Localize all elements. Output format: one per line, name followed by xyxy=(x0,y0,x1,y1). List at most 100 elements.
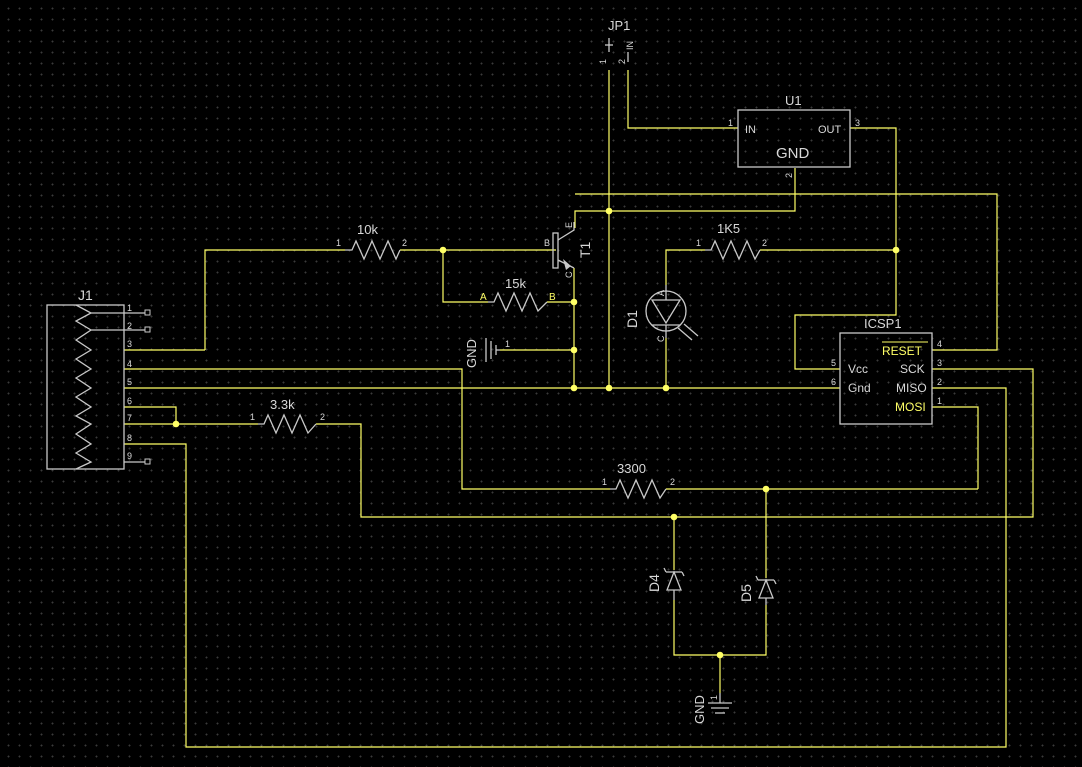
icsp1-gnd: Gnd xyxy=(848,381,871,395)
icsp1-pin4: 4 xyxy=(937,339,942,349)
gnd2-label: GND xyxy=(692,695,707,724)
u1-out-label: OUT xyxy=(818,124,842,136)
junction-dot xyxy=(762,485,770,493)
junction-dot xyxy=(670,513,678,521)
t1-ref: T1 xyxy=(577,241,593,258)
wire[interactable] xyxy=(673,600,767,656)
resistor-10k[interactable]: 10k 1 2 xyxy=(336,222,407,261)
d5-zener[interactable]: D5 xyxy=(738,575,777,605)
icsp1-ref: ICSP1 xyxy=(864,316,902,331)
gnd1-label: GND xyxy=(464,339,479,368)
d1-pin-c: C xyxy=(656,335,666,342)
j1-connector[interactable]: J1 1 2 3 4 5 6 7 8 9 xyxy=(46,287,151,470)
r3300-value: 3300 xyxy=(617,461,646,476)
t1-pin-e: E xyxy=(564,222,574,228)
r15k-value: 15k xyxy=(505,276,526,291)
jp1-connector[interactable]: JP1 IN 1 2 xyxy=(598,18,635,64)
jp1-pin1: 1 xyxy=(598,59,608,64)
wire[interactable] xyxy=(124,406,177,424)
icsp1-pin2: 2 xyxy=(937,377,942,387)
wire[interactable] xyxy=(627,70,738,129)
resistor-15k[interactable]: 15k A B xyxy=(480,276,556,313)
wire[interactable] xyxy=(932,406,979,489)
junctions xyxy=(172,207,900,659)
r3k3-pin2: 2 xyxy=(320,412,325,422)
j1-pin6: 6 xyxy=(127,396,132,406)
r1k5-value: 1K5 xyxy=(717,221,740,236)
wire[interactable] xyxy=(575,193,998,351)
jp1-tag: IN xyxy=(625,41,635,50)
wire[interactable] xyxy=(124,368,610,490)
d1-ref: D1 xyxy=(624,310,640,328)
t1-transistor[interactable]: T1 B E C xyxy=(544,222,593,278)
r1k5-pin1: 1 xyxy=(696,238,701,248)
u1-ref: U1 xyxy=(785,93,802,108)
icsp1-miso: MISO xyxy=(896,381,927,395)
d4-ref: D4 xyxy=(646,574,662,592)
u1-pin1: 1 xyxy=(728,118,733,128)
junction-dot xyxy=(172,420,180,428)
j1-pin1: 1 xyxy=(127,303,132,313)
wire[interactable] xyxy=(794,127,897,370)
icsp1-vcc: Vcc xyxy=(848,362,868,376)
gnd2-pin: 1 xyxy=(709,695,719,700)
j1-pin8: 8 xyxy=(127,433,132,443)
icsp1-sck: SCK xyxy=(900,362,925,376)
j1-ref: J1 xyxy=(78,287,93,303)
wire[interactable] xyxy=(665,249,705,285)
icsp1-pin6: 6 xyxy=(831,377,836,387)
t1-pin-b: B xyxy=(544,238,550,248)
r3k3-value: 3.3k xyxy=(270,397,295,412)
junction-dot xyxy=(892,246,900,254)
wire[interactable] xyxy=(574,168,796,228)
d1-pin-a: A xyxy=(656,290,666,296)
t1-pin-c: C xyxy=(564,271,574,278)
junction-dot xyxy=(570,384,578,392)
junction-dot xyxy=(605,207,613,215)
j1-pin2: 2 xyxy=(127,321,132,331)
resistor-3300[interactable]: 3300 1 2 xyxy=(602,461,675,500)
wire[interactable] xyxy=(442,250,488,303)
wire[interactable] xyxy=(204,249,345,350)
r1k5-pin2: 2 xyxy=(762,238,767,248)
r15k-pin-a: A xyxy=(480,292,487,303)
r3300-pin1: 1 xyxy=(602,477,607,487)
r10k-pin2: 2 xyxy=(402,238,407,248)
resistor-3k3[interactable]: 3.3k 1 2 xyxy=(250,397,325,435)
r10k-value: 10k xyxy=(357,222,378,237)
icsp1-header[interactable]: ICSP1 Vcc Gnd RESET SCK MISO MOSI 5 6 4 … xyxy=(831,316,942,425)
gnd1-pin: 1 xyxy=(505,339,510,349)
icsp1-reset: RESET xyxy=(882,344,923,358)
junction-dot xyxy=(662,384,670,392)
junction-dot xyxy=(570,346,578,354)
u1-in-label: IN xyxy=(745,124,756,136)
d5-ref: D5 xyxy=(738,584,754,602)
resistor-1k5[interactable]: 1K5 1 2 xyxy=(696,221,767,261)
junction-dot xyxy=(605,384,613,392)
jp1-ref: JP1 xyxy=(608,18,630,33)
j1-pin5: 5 xyxy=(127,377,132,387)
gnd-symbol-2[interactable]: GND 1 xyxy=(692,693,732,724)
gnd-symbol-1[interactable]: GND 1 xyxy=(464,338,510,368)
d4-zener[interactable]: D4 xyxy=(646,567,685,600)
icsp1-mosi: MOSI xyxy=(895,400,926,414)
d1-led[interactable]: D1 A C xyxy=(624,285,699,342)
r15k-pin-b: B xyxy=(549,292,556,303)
wire[interactable] xyxy=(547,301,575,388)
j1-pin3: 3 xyxy=(127,339,132,349)
junction-dot xyxy=(439,246,447,254)
junction-dot xyxy=(716,651,724,659)
u1-pin3: 3 xyxy=(855,118,860,128)
j1-pin7: 7 xyxy=(127,413,132,423)
wire[interactable] xyxy=(316,368,1034,518)
jp1-pin2: 2 xyxy=(617,59,627,64)
u1-regulator[interactable]: U1 IN OUT GND 1 2 3 xyxy=(728,93,860,178)
r3300-pin2: 2 xyxy=(670,477,675,487)
icsp1-pin5: 5 xyxy=(831,358,836,368)
icsp1-pin3: 3 xyxy=(937,358,942,368)
wire[interactable] xyxy=(124,387,1007,748)
icsp1-pin1: 1 xyxy=(937,396,942,406)
r3k3-pin1: 1 xyxy=(250,412,255,422)
